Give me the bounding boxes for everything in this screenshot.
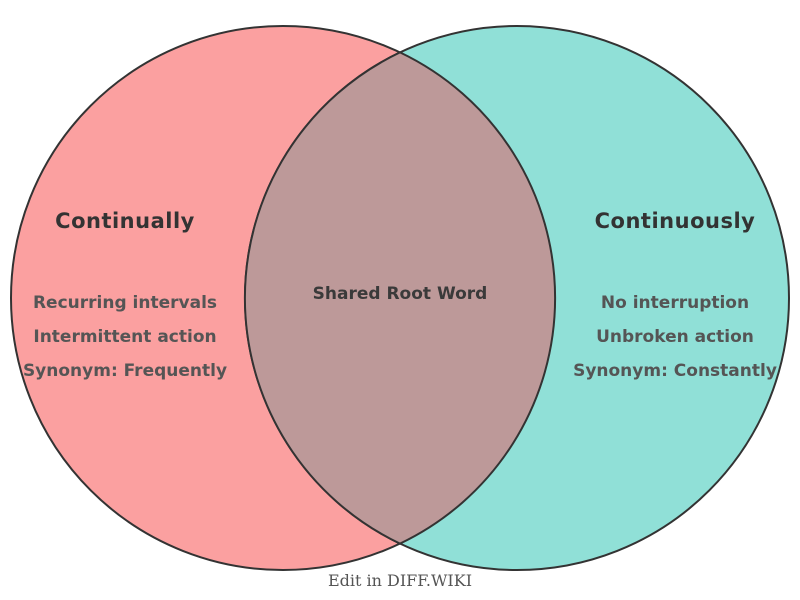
edit-link[interactable]: Edit in DIFF.WIKI: [327, 571, 473, 590]
left-item-1: Recurring intervals: [32, 293, 218, 313]
right-item-3: Synonym: Constantly: [573, 361, 777, 381]
right-item-2: Unbroken action: [596, 327, 754, 347]
left-item-2: Intermittent action: [33, 327, 217, 347]
left-circle-title: Continually: [55, 209, 195, 233]
right-circle-title: Continuously: [594, 209, 756, 233]
right-circle-items: No interruption Unbroken action Synonym:…: [555, 286, 795, 388]
overlap-label: Shared Root Word: [312, 284, 488, 304]
right-item-1: No interruption: [600, 293, 750, 313]
overlap-region: [243, 51, 557, 545]
left-item-3: Synonym: Frequently: [22, 361, 228, 381]
left-circle-items: Recurring intervals Intermittent action …: [5, 286, 245, 388]
